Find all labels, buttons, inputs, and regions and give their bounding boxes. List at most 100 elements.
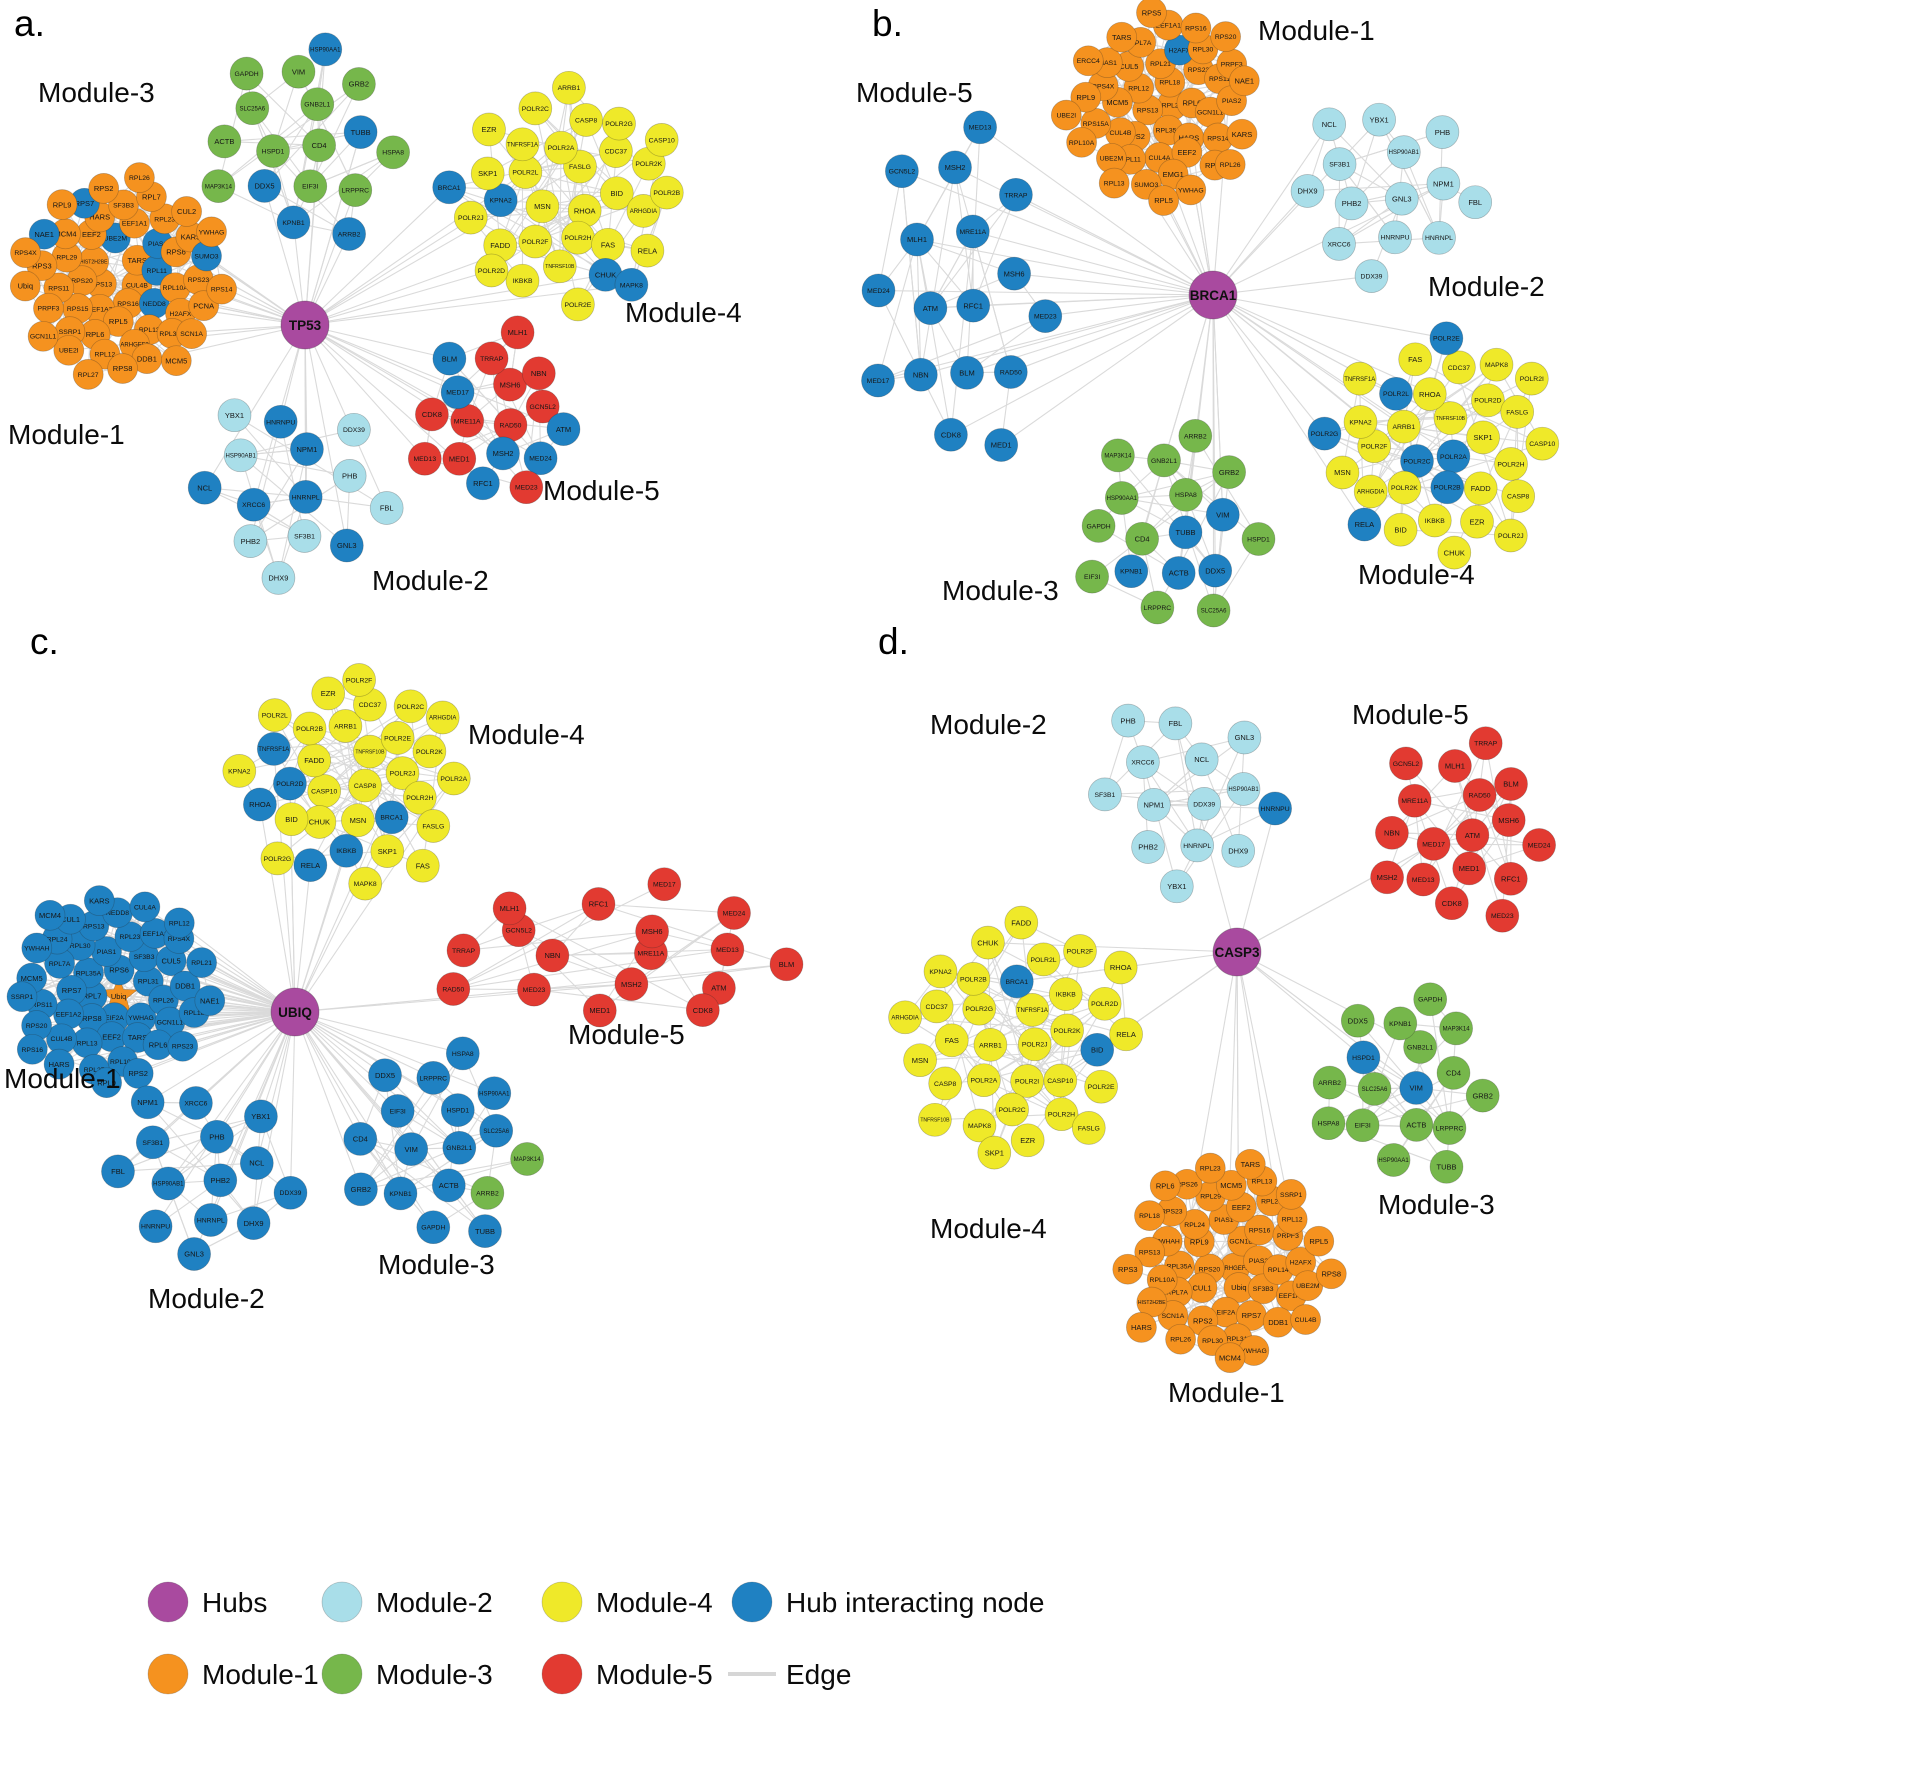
node-mre11a: MRE11A [450, 403, 485, 438]
node-circle [342, 663, 376, 697]
legend-label: Hub interacting node [786, 1587, 1044, 1618]
node-map3k14: MAP3K14 [510, 1142, 544, 1176]
node-faslg: FASLG [1071, 1111, 1106, 1145]
node-ezr: EZR [311, 676, 346, 711]
node-circle [1080, 1032, 1115, 1067]
node-circle [1148, 185, 1179, 216]
node-circle [273, 1175, 308, 1210]
node-grb2: GRB2 [1212, 455, 1246, 489]
node-circle [1311, 1106, 1346, 1141]
node-circle [934, 1023, 969, 1058]
node-hspd1: HSPD1 [256, 134, 290, 168]
node-circle [293, 848, 328, 882]
node-circle [405, 848, 440, 883]
node-arrb2: ARRB2 [332, 217, 366, 251]
node-fadd: FADD [1004, 905, 1039, 940]
node-trrap: TRRAP [1468, 726, 1503, 761]
node-circle [290, 432, 324, 466]
node-circle [385, 756, 420, 790]
node-hsp90ab1: HSP90AB1 [1226, 772, 1261, 806]
node-circle [236, 1206, 271, 1240]
node-circle [440, 1093, 475, 1127]
node-circle [1522, 828, 1556, 862]
node-circle [256, 134, 290, 168]
node-trrap: TRRAP [999, 177, 1033, 212]
node-circle [380, 1094, 415, 1128]
node-circle [1438, 749, 1472, 783]
node-polr2d: POLR2D [1471, 383, 1505, 418]
module-label-d-module-4: Module-4 [930, 1213, 1047, 1244]
node-circle [453, 200, 488, 235]
node-cdk8: CDK8 [934, 417, 968, 452]
node-tnfrsf1a: TNFRSF1A [256, 732, 291, 766]
node-circle [493, 367, 527, 402]
hub-brca1: BRCA1 [1188, 270, 1238, 320]
node-phb: PHB [1111, 703, 1145, 738]
node-polr2g: POLR2G [1307, 416, 1342, 451]
node-circle [281, 54, 316, 89]
node-circle [28, 218, 60, 250]
node-hspa8: HSPA8 [1169, 477, 1203, 512]
node-circle [552, 70, 586, 105]
node-circle [1084, 1069, 1118, 1104]
node-fas: FAS [591, 227, 625, 262]
node-rfc1: RFC1 [466, 466, 500, 501]
node-rpl13: RPL13 [71, 1027, 103, 1059]
node-circle [591, 227, 625, 262]
node-circle [888, 1000, 922, 1035]
node-rpl21: RPL21 [186, 947, 217, 978]
node-circle [124, 162, 155, 193]
node-polr2l: POLR2L [1026, 942, 1061, 977]
node-circle [1098, 167, 1130, 199]
node-circle [1387, 470, 1422, 505]
node-msn: MSN [525, 189, 560, 224]
panel-c: CASP8CASP10TNFRSF10BMSNFADDPOLR2JCHUKARR… [4, 621, 804, 1314]
node-slc25a6: SLC25A6 [1196, 593, 1231, 628]
node-rps16: RPS16 [16, 1033, 48, 1065]
node-circle [505, 263, 540, 298]
node-cdc37: CDC37 [1442, 350, 1476, 385]
node-circle [614, 967, 649, 1001]
node-cd4: CD4 [1436, 1056, 1471, 1090]
legend-swatch [321, 1581, 363, 1623]
node-circle [1399, 1071, 1434, 1105]
panel-letter-a: a. [14, 3, 45, 44]
node-msh2: MSH2 [1370, 860, 1404, 895]
node-circle [293, 169, 328, 204]
node-circle [500, 315, 535, 350]
node-polr2j: POLR2J [453, 200, 488, 235]
node-circle [222, 754, 257, 788]
node-hnrnpu: HNRNPU [1258, 791, 1292, 826]
node-circle [407, 441, 442, 476]
node-circle [649, 175, 684, 210]
node-ybx1: YBX1 [1159, 869, 1194, 904]
node-phb2: PHB2 [1334, 186, 1369, 221]
node-trrap: TRRAP [474, 341, 509, 376]
node-circle [1417, 503, 1452, 538]
node-med1: MED1 [442, 441, 477, 476]
node-circle [1071, 1111, 1106, 1145]
node-arrb2: ARRB2 [470, 1176, 505, 1210]
node-circle [1112, 1253, 1144, 1285]
node-circle [436, 761, 471, 796]
node-circle [1379, 376, 1413, 411]
node-circle [206, 273, 237, 305]
node-grb2: GRB2 [1465, 1078, 1500, 1113]
node-gnb2l1: GNB2L1 [1147, 443, 1181, 478]
node-circle [129, 891, 161, 923]
node-circle [348, 866, 383, 901]
node-circle [1455, 818, 1490, 852]
node-casp10: CASP10 [307, 774, 342, 808]
node-circle [861, 273, 896, 308]
node-circle [436, 972, 471, 1006]
node-circle [546, 412, 581, 446]
node-circle [1234, 1148, 1266, 1180]
node-circle [1088, 777, 1122, 812]
node-circle [1452, 851, 1487, 886]
node-circle [1439, 1011, 1473, 1046]
node-circle [468, 1214, 502, 1248]
node-circle [1432, 1111, 1467, 1145]
node-circle [263, 404, 298, 439]
node-circle [1312, 1065, 1347, 1100]
node-circle [138, 1209, 173, 1244]
